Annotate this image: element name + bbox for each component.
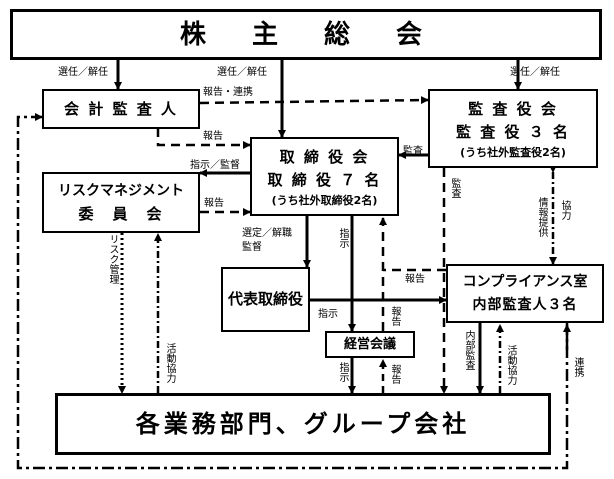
risk-committee-title: リスクマネジメント [58,182,184,199]
management-meeting-title: 経営会議 [343,337,396,352]
report-liaison-arrow [199,96,429,105]
elect-label-3: 選任／解任 [510,67,560,78]
act-coop-label-a: 活動協力 [164,343,175,383]
liaison-label: 連携 [572,357,583,377]
act-coop-label-b: 活動協力 [505,345,516,385]
audit-board-members: 監 査 役 ３ 名 [456,122,570,141]
representative-director-box: 代表取締役 [221,267,310,332]
audit-h-label: 監査 [403,146,423,157]
internal-auditors-title: 内部監査人３名 [472,296,578,313]
elect-label-1: 選任／解任 [58,67,108,78]
shareholders-meeting-title: 株 主 総 会 [179,19,432,50]
management-meeting-box: 経営会議 [325,331,415,358]
instr-label-c: 指示 [337,362,348,382]
business-report-label: 報告 [389,364,400,384]
accounting-auditor-box: 会 計 監 査 人 [42,89,200,129]
auditor-report-label: 報告 [203,131,223,142]
audit-v-label: 監査 [449,178,460,198]
internal-audit-label: 内部監査 [463,330,474,370]
supervise-label: 監督 [242,242,262,253]
compliance-office-box: コンプライアンス室 内部監査人３名 [446,264,604,323]
compliance-office-title: コンプライアンス室 [462,273,588,290]
cooperate-label: 協力 [559,200,570,220]
compliance-report-label: 報告 [405,274,425,285]
risk-committee-subtitle: 委 員 会 [78,204,164,223]
risk-report-label: 報告 [204,198,224,209]
instr-label-a: 指示 [337,228,348,248]
risk-mgmt-label: リスク管理 [107,234,118,284]
audit-board-box: 監 査 役 会 監 査 役 ３ 名 (うち社外監査役2名) [428,89,598,168]
elect-label-2: 選任／解任 [217,67,267,78]
board-of-directors-members: 取 締 役 ７ 名 [267,170,382,189]
board-of-directors-title: 取 締 役 会 [279,147,370,166]
risk-committee-box: リスクマネジメント 委 員 会 [42,172,200,233]
business-units-title: 各業務部門、グループ会社 [135,410,471,438]
business-units-box: 各業務部門、グループ会社 [55,393,551,455]
report-liaison-label: 報告・連携 [203,87,253,98]
instr-label-b: 指示 [318,309,338,320]
representative-director-title: 代表取締役 [227,290,303,308]
select-dismiss-label: 選定／解職 [242,228,292,239]
accounting-auditor-title: 会 計 監 査 人 [64,99,178,118]
liaison-line [16,113,569,470]
info-provide-label: 情報提供 [536,197,547,237]
shareholders-meeting-box: 株 主 総 会 [10,9,602,60]
board-of-directors-box: 取 締 役 会 取 締 役 ７ 名 (うち社外取締役2名) [250,137,399,216]
board-of-directors-outside: (うち社外取締役2名) [271,193,378,207]
audit-board-title: 監 査 役 会 [468,99,558,118]
mgmt-report-label: 報告 [389,306,400,326]
auditor-report-arrow [156,128,251,149]
audit-board-outside: (うち社外監査役2名) [460,145,566,159]
instr-supervise-label: 指示／監督 [190,160,240,171]
